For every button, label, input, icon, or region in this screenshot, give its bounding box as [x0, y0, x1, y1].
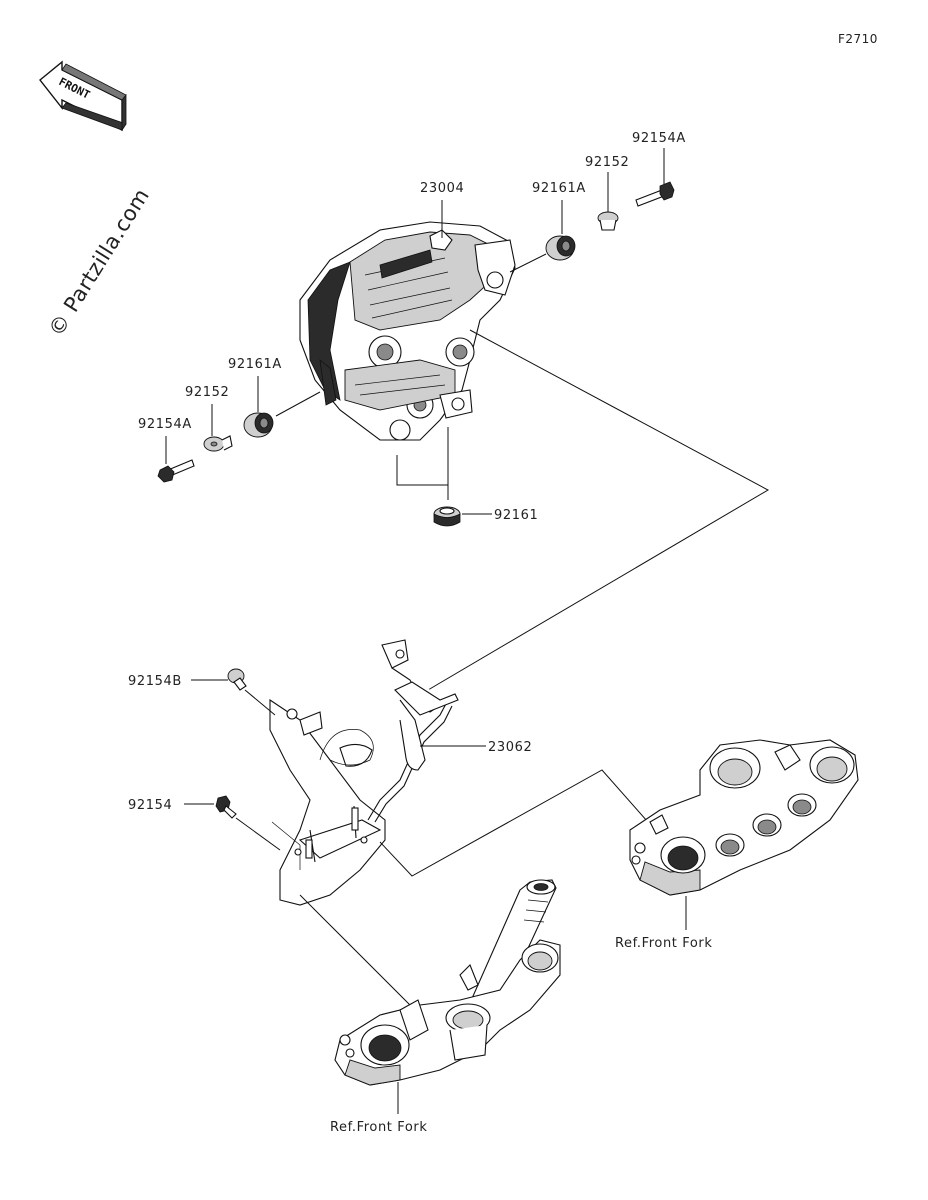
bolt-a-right: [635, 181, 675, 207]
label-collar-right: 92152: [585, 155, 629, 170]
grommet-a-left: [243, 412, 274, 438]
label-bolt: 92154: [128, 798, 172, 813]
upper-triple-clamp: [629, 739, 859, 896]
label-bolt-a-left: 92154A: [138, 417, 192, 432]
bolt-a-left: [157, 459, 195, 483]
label-bracket: 23062: [488, 740, 532, 755]
front-arrow-icon: FRONT: [39, 60, 127, 132]
grommet-a-right: [545, 235, 576, 261]
grommet-bottom: [433, 506, 461, 527]
label-bolt-b: 92154B: [128, 674, 182, 689]
label-headlight: 23004: [420, 181, 464, 196]
collar-right: [597, 211, 619, 231]
label-grommet-a-left: 92161A: [228, 357, 282, 372]
collar-left: [203, 435, 233, 452]
label-ref-lower: Ref.Front Fork: [330, 1120, 427, 1135]
label-grommet-a-right: 92161A: [532, 181, 586, 196]
headlight-assembly: [299, 221, 516, 441]
lower-triple-clamp: [334, 879, 561, 1086]
diagram-code: F2710: [838, 32, 878, 46]
label-collar-left: 92152: [185, 385, 229, 400]
headlight-bracket: [269, 639, 459, 906]
label-ref-upper: Ref.Front Fork: [615, 936, 712, 951]
bolt-b: [227, 668, 247, 691]
bolt: [215, 795, 237, 819]
label-grommet: 92161: [494, 508, 538, 523]
watermark: © Partzilla.com: [44, 184, 154, 341]
label-bolt-a-right: 92154A: [632, 131, 686, 146]
